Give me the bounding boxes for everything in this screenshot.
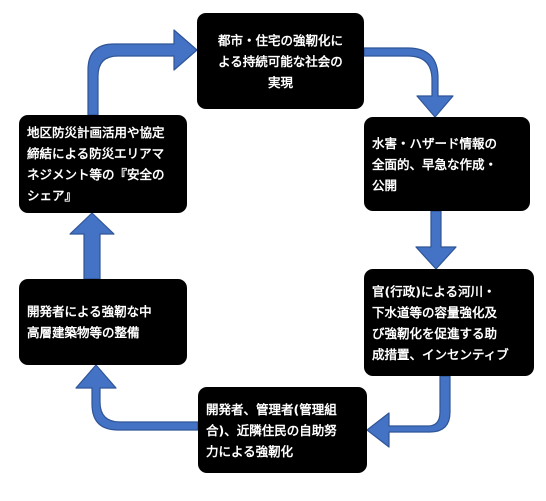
arrow-n6-to-n1 bbox=[87, 29, 198, 116]
node-government-subsidy-text: 官(行政)による河川・ 下水道等の容量強化及 び強靭化を促進する助 成措置、イン… bbox=[372, 283, 509, 362]
node-sustainable-society-text: 都市・住宅の強靭化に よる持続可能な社会の 実現 bbox=[217, 32, 343, 90]
node-hazard-information: 水害・ハザード情報の 全面的、早急な作成・ 公開 bbox=[364, 117, 530, 211]
node-self-help-efforts: 開発者、管理者(管理組 合)、近隣住民の自助努 力による強靭化 bbox=[198, 387, 367, 473]
arrow-n4-to-n5 bbox=[75, 364, 199, 431]
node-resilient-buildings: 開発者による強靭な中 高層建築物等の整備 bbox=[19, 279, 187, 365]
node-government-subsidy: 官(行政)による河川・ 下水道等の容量強化及 び強靭化を促進する助 成措置、イン… bbox=[364, 269, 534, 376]
arrow-n2-to-n3 bbox=[415, 210, 457, 270]
node-sustainable-society: 都市・住宅の強靭化に よる持続可能な社会の 実現 bbox=[197, 13, 364, 109]
arrow-n3-to-n4 bbox=[366, 375, 451, 448]
node-safety-sharing-text: 地区防災計画活用や協定 締結による防災エリアマ ネジメント等の『安全の シェア』 bbox=[27, 125, 165, 203]
node-hazard-information-text: 水害・ハザード情報の 全面的、早急な作成・ 公開 bbox=[372, 135, 498, 193]
arrow-n1-to-n2 bbox=[363, 47, 454, 118]
node-safety-sharing: 地区防災計画活用や協定 締結による防災エリアマ ネジメント等の『安全の シェア』 bbox=[19, 115, 187, 213]
node-resilient-buildings-text: 開発者による強靭な中 高層建築物等の整備 bbox=[27, 304, 152, 340]
node-self-help-efforts-text: 開発者、管理者(管理組 合)、近隣住民の自助努 力による強靭化 bbox=[206, 401, 337, 459]
arrow-n5-to-n6 bbox=[69, 212, 115, 280]
